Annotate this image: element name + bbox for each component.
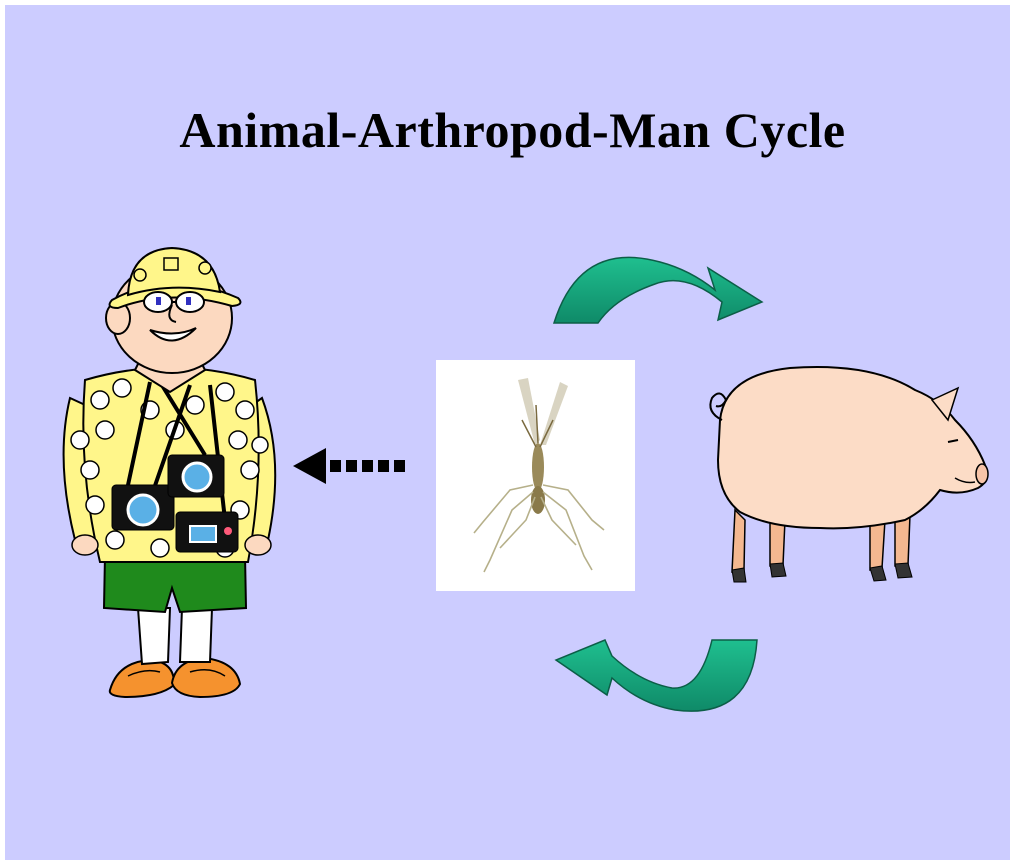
shoes: [110, 658, 240, 697]
cycle-arrow-top: [554, 257, 762, 323]
mosquito-icon: [436, 360, 635, 591]
cycle-arrow-bottom: [556, 640, 757, 711]
dotted-arrow-to-man: [293, 448, 405, 484]
tourist-man-icon: [64, 248, 276, 697]
pig-icon: [710, 367, 988, 582]
